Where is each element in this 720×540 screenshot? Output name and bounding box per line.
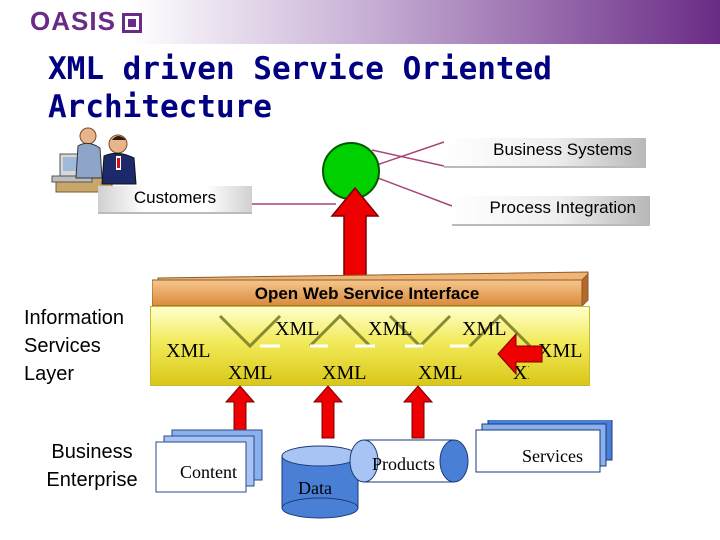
customers-label: Customers bbox=[98, 186, 252, 214]
arrow-up-icon bbox=[402, 385, 434, 439]
information-layer-label: Information Services Layer bbox=[24, 307, 125, 385]
xml-label: XML bbox=[513, 362, 529, 384]
flow-chevron bbox=[308, 313, 372, 348]
xml-label: XML bbox=[275, 318, 320, 340]
source-arrows bbox=[224, 385, 434, 439]
xml-label: XML bbox=[538, 340, 583, 362]
content-label: Content bbox=[180, 462, 237, 482]
slide-title: XML driven Service Oriented Architecture bbox=[48, 51, 552, 125]
services-documents-icon bbox=[475, 420, 613, 473]
products-label: Products bbox=[372, 454, 435, 474]
flow-chevron bbox=[218, 314, 282, 349]
business-enterprise-label: Business Enterprise bbox=[46, 441, 138, 491]
service-arrow bbox=[497, 332, 543, 376]
xml-label: XML bbox=[418, 362, 463, 384]
content-documents-icon bbox=[155, 429, 263, 493]
line-to-business-systems-2 bbox=[371, 149, 445, 167]
upward-arrow-icon bbox=[330, 186, 380, 277]
arrow-up-icon bbox=[312, 385, 344, 439]
oasis-logo: OASIS bbox=[30, 6, 142, 37]
flow-chevron bbox=[468, 313, 532, 348]
xml-flow-arrows bbox=[218, 313, 532, 349]
xml-label: XML bbox=[228, 362, 273, 384]
data-label: Data bbox=[298, 478, 332, 498]
logo-text: OASIS bbox=[30, 6, 116, 36]
source-shapes bbox=[155, 420, 613, 519]
open-interface-label: Open Web Service Interface bbox=[254, 284, 480, 303]
logo-mark-icon bbox=[121, 13, 142, 33]
xml-label: XML bbox=[462, 318, 507, 340]
line-to-process-integration bbox=[377, 177, 453, 207]
xml-label: XML bbox=[322, 362, 367, 384]
customers-figure-icon bbox=[51, 127, 137, 193]
interface-bar bbox=[152, 271, 589, 308]
process-integration-label: Process Integration bbox=[452, 196, 650, 226]
header-band bbox=[0, 0, 720, 44]
business-systems-label: Business Systems bbox=[444, 138, 646, 168]
services-label: Services bbox=[522, 446, 583, 466]
products-cylinder-icon bbox=[349, 439, 469, 483]
xml-label: XML bbox=[166, 340, 211, 362]
data-database-icon bbox=[281, 445, 359, 519]
xml-label: XML bbox=[368, 318, 413, 340]
